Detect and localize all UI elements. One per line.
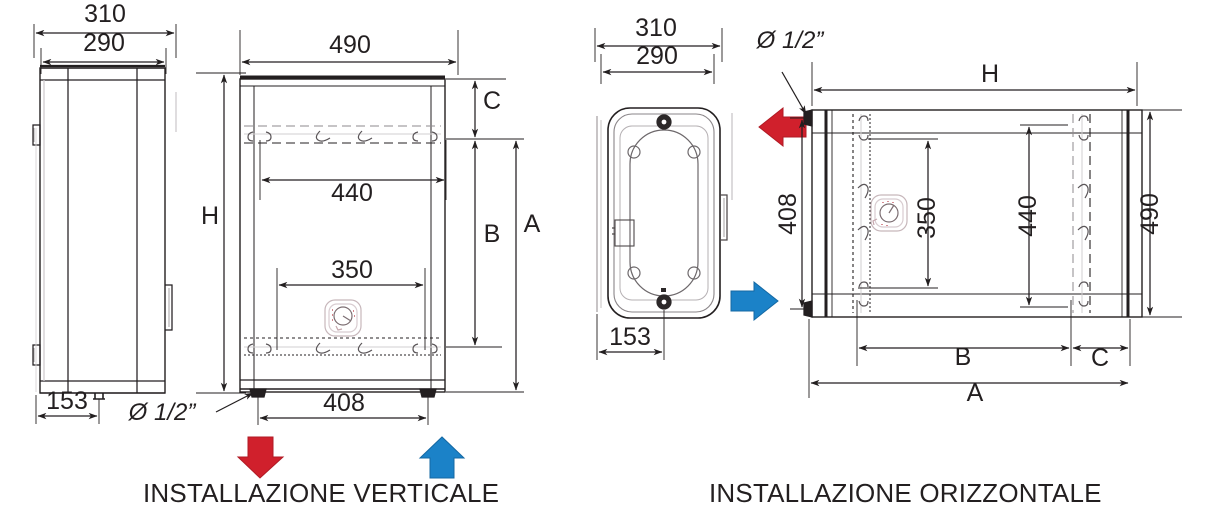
- dim-label-408-b: 408: [774, 193, 802, 235]
- dim-A-vertical-front: A: [446, 140, 541, 393]
- dim-440-horizontal-front: 440: [1014, 124, 1068, 308]
- annotation-label-dia-a: Ø 1/2”: [128, 399, 197, 426]
- dim-350-vertical-front: 350: [276, 256, 426, 350]
- dim-label-350-a: 350: [331, 256, 373, 284]
- dim-H-vertical-front: H: [196, 72, 246, 394]
- dim-label-H-b: H: [981, 60, 999, 88]
- dim-label-A-a: A: [524, 210, 541, 238]
- vertical-side-view: [32, 64, 177, 400]
- dim-490-vertical-front: 490: [239, 30, 459, 75]
- dim-H-horizontal-front: H: [811, 60, 1138, 106]
- dim-label-A-b: A: [967, 379, 984, 407]
- dim-label-440-a: 440: [331, 179, 373, 207]
- dim-310-vertical-side: 310: [33, 0, 177, 58]
- flow-arrow-cold-inlet-horizontal: [758, 106, 807, 148]
- dim-label-350-b: 350: [913, 197, 941, 239]
- dim-310-horizontal-end: 310: [594, 14, 723, 62]
- dim-label-310-b: 310: [635, 14, 677, 42]
- dim-350-horizontal-front: 350: [858, 138, 941, 289]
- dim-label-440-b: 440: [1014, 195, 1042, 237]
- dim-label-B-b: B: [955, 343, 972, 371]
- dim-490-horizontal-front: 490: [1128, 109, 1182, 318]
- dim-B-vertical-front: B: [446, 140, 502, 348]
- dim-label-408-a: 408: [323, 389, 365, 417]
- annotation-label-dia-b: Ø 1/2”: [756, 27, 825, 54]
- dim-label-490-a: 490: [329, 31, 371, 59]
- vertical-front-view: [239, 75, 446, 398]
- dim-label-153-b: 153: [609, 323, 651, 351]
- dim-408-horizontal-front: 408: [774, 117, 812, 310]
- caption-installazione-orizzontale: INSTALLAZIONE ORIZZONTALE: [709, 478, 1102, 508]
- dim-label-290-b: 290: [636, 42, 678, 70]
- flow-arrow-hot-outlet-horizontal: [730, 280, 779, 322]
- dim-label-H-a: H: [201, 202, 219, 230]
- flow-arrow-cold-inlet-vertical: [236, 436, 285, 479]
- annotation-diameter-half-inch-vertical: Ø 1/2”: [128, 392, 254, 426]
- horizontal-end-view: [596, 107, 733, 319]
- thermostat-knob-icon-horizontal: [870, 194, 908, 232]
- dim-label-C-a: C: [483, 87, 501, 115]
- dim-label-290-a: 290: [83, 29, 125, 57]
- dim-153-vertical-side: 153: [35, 387, 100, 424]
- flow-arrow-hot-outlet-vertical: [418, 436, 466, 479]
- dim-A-horizontal-front: A: [808, 319, 1129, 407]
- dim-C-vertical-front: C: [446, 78, 524, 140]
- dim-408-vertical-front: 408: [257, 389, 429, 425]
- caption-installazione-verticale: INSTALLAZIONE VERTICALE: [143, 478, 500, 508]
- dim-label-310-a: 310: [84, 0, 126, 28]
- thermostat-knob-icon: [324, 299, 362, 337]
- dim-B-horizontal-front: B: [856, 300, 1072, 371]
- dim-290-horizontal-end: 290: [600, 42, 715, 84]
- dim-label-490-b: 490: [1136, 193, 1164, 235]
- dim-label-153-a: 153: [46, 387, 88, 415]
- dim-label-C-b: C: [1091, 344, 1109, 372]
- dim-C-horizontal-front: C: [1072, 319, 1131, 372]
- dim-290-vertical-side: 290: [40, 29, 167, 74]
- dim-440-vertical-front: 440: [259, 140, 447, 207]
- annotation-diameter-half-inch-horizontal: Ø 1/2”: [756, 27, 825, 115]
- dim-label-B-a: B: [484, 220, 501, 248]
- horizontal-front-view: [803, 109, 1143, 318]
- dim-153-horizontal-end: 153: [596, 310, 665, 360]
